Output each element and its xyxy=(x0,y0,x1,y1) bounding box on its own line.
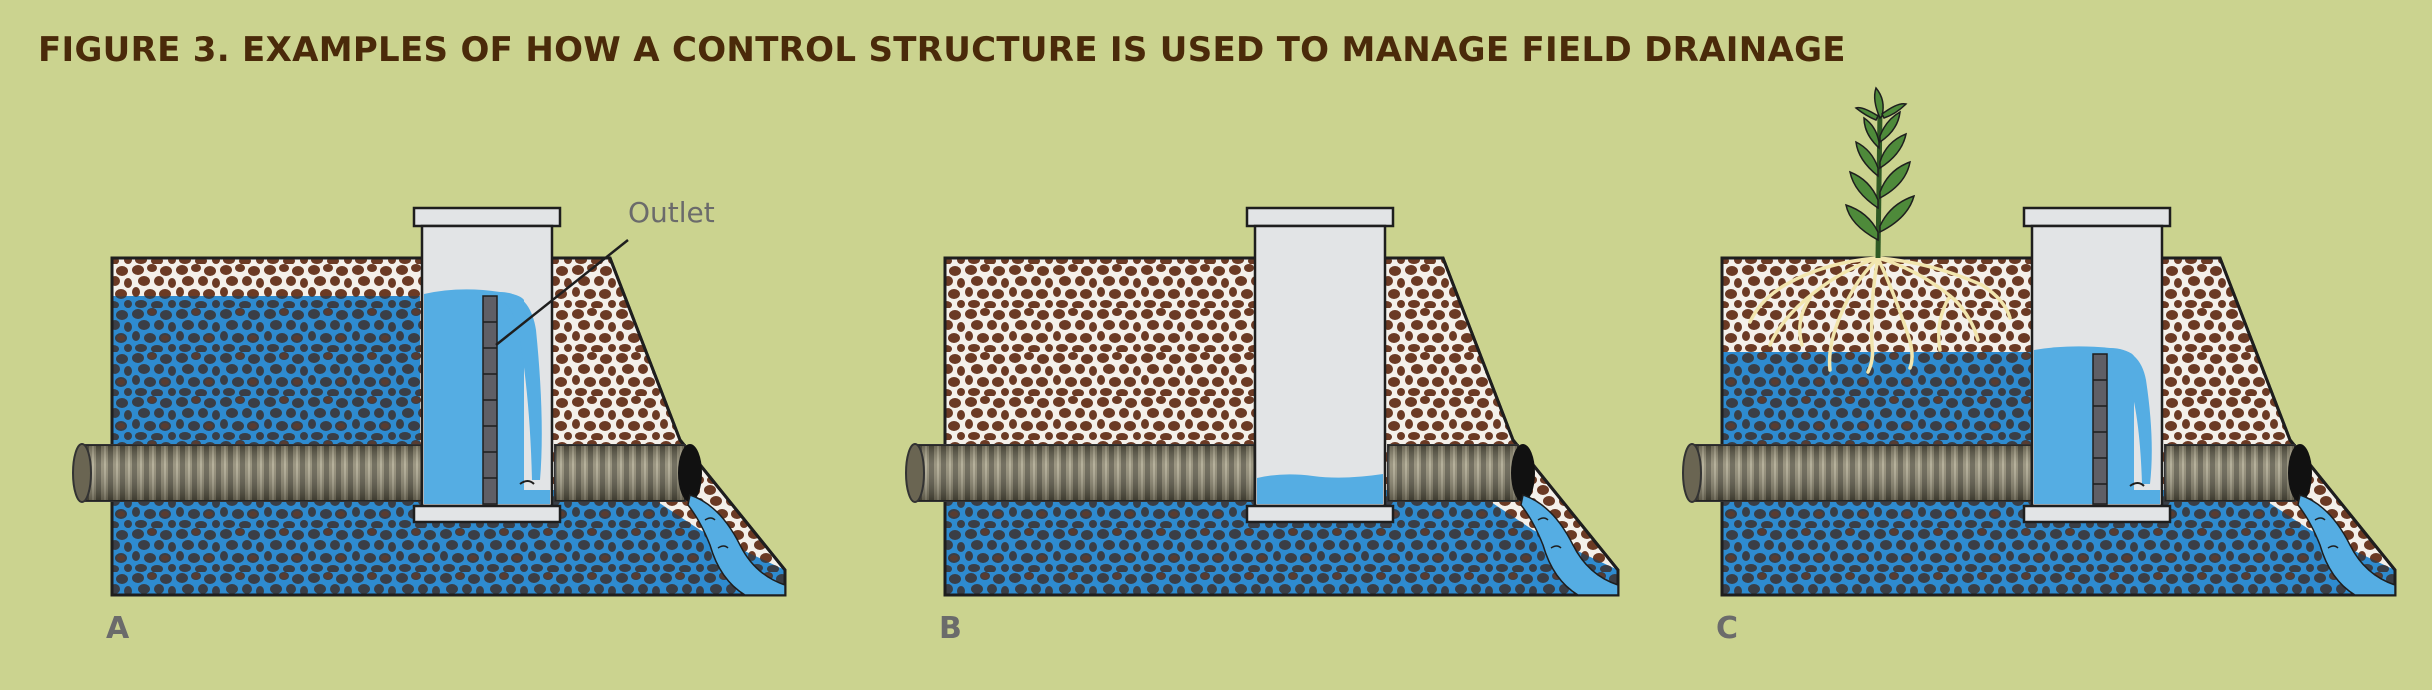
structure-base xyxy=(412,504,562,524)
structure-water xyxy=(1257,474,1383,504)
saturated-soil xyxy=(945,490,1618,595)
structure-cap xyxy=(2022,206,2172,228)
saturated-soil-lower xyxy=(112,490,785,595)
panel-label-b: B xyxy=(939,611,962,646)
panel-a: Outlet A xyxy=(72,196,787,646)
structure-water xyxy=(2034,346,2134,504)
control-structure xyxy=(1253,224,1387,508)
panel-label-a: A xyxy=(106,611,130,646)
structure-base xyxy=(2022,504,2172,524)
outflow-stream xyxy=(687,494,786,596)
outflow-stream xyxy=(2297,494,2396,596)
stop-log-boards xyxy=(482,295,498,505)
structure-cap xyxy=(412,206,562,228)
panel-label-c: C xyxy=(1716,611,1738,646)
overflow-water xyxy=(2110,348,2152,484)
outflow-stream xyxy=(1520,494,1619,596)
structure-base xyxy=(1245,504,1395,524)
outlet-label: Outlet xyxy=(628,196,715,229)
figure-title: FIGURE 3. EXAMPLES OF HOW A CONTROL STRU… xyxy=(38,30,1846,70)
overflow-water xyxy=(500,292,542,480)
structure-water xyxy=(424,289,524,504)
panel-b: B xyxy=(905,206,1620,646)
outlet-leader-line xyxy=(495,239,629,346)
crop-plant xyxy=(1845,86,1916,259)
stop-log-boards xyxy=(2092,353,2108,505)
panel-c: C xyxy=(1682,86,2397,646)
structure-cap xyxy=(1245,206,1395,228)
plant-roots xyxy=(1748,256,2012,374)
saturated-soil-lower xyxy=(1722,490,2395,595)
